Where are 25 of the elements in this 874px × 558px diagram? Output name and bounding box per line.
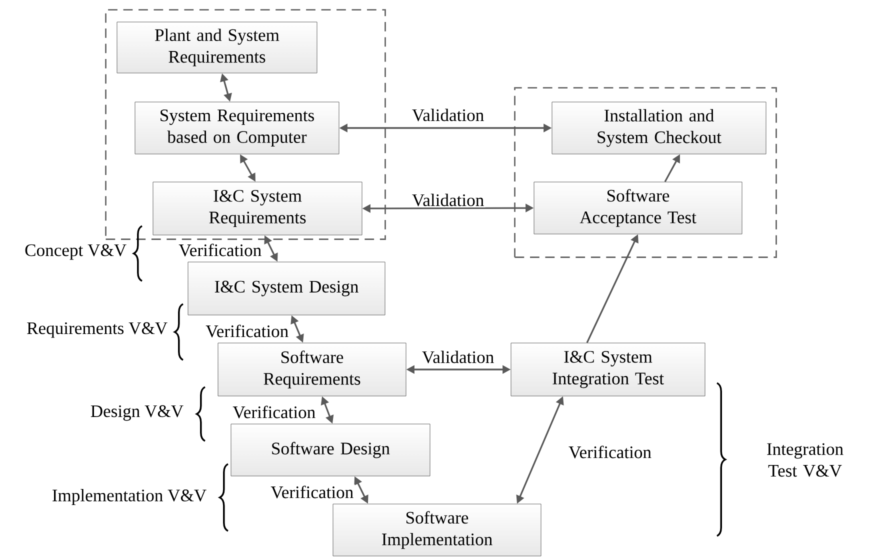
edge-label: Validation	[410, 192, 486, 208]
process-box: Software Design	[230, 424, 430, 476]
bracket-label: Design V&V	[90, 405, 184, 421]
dashed-group-box	[514, 87, 777, 258]
bracket-label: Requirements V&V	[27, 322, 168, 338]
dashed-group-box	[105, 9, 386, 240]
edge-label: Verification	[269, 484, 355, 500]
process-box: Software Implementation	[332, 504, 542, 556]
edge-label: Verification	[567, 444, 653, 460]
process-box: Software Acceptance Test	[534, 182, 742, 234]
edge-label: Verification	[204, 324, 290, 338]
process-box: I&C System Design	[188, 262, 386, 316]
edge-label: Verification	[231, 404, 317, 420]
bracket-label: Integration Test V&V	[767, 443, 844, 477]
edge-label: Validation	[420, 350, 496, 364]
process-box: Software Requirements	[218, 342, 406, 396]
bracket-label: Concept V&V	[25, 244, 126, 260]
process-box: I&C System Integration Test	[510, 342, 706, 396]
edge-label: Verification	[177, 242, 263, 258]
process-box: Plant and System Requirements	[116, 22, 318, 74]
process-box: System Requirements based on Computer	[134, 102, 340, 154]
process-box: I&C System Requirements	[152, 182, 362, 236]
bracket-label: Implementation V&V	[52, 489, 206, 505]
edge-label: Validation	[410, 108, 486, 122]
process-box: Installation and System Checkout	[552, 102, 766, 154]
